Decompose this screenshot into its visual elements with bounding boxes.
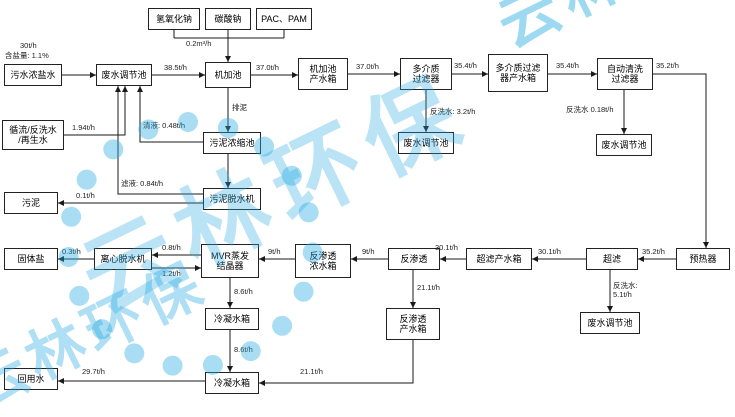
label-mmf-to-tank: 35.4t/h	[454, 61, 477, 70]
label-thickener-return: 清液: 0.48t/h	[143, 121, 186, 130]
label-reuse-rate: 29.7t/h	[82, 367, 105, 376]
arrow-dewaterer-return	[115, 86, 203, 195]
label-sludge-out: 0.1t/h	[76, 191, 95, 200]
node-sludge-dewaterer: 污泥脱水机	[203, 188, 261, 210]
node-adjust-tank-1: 废水调节池	[96, 64, 152, 86]
node-uf-product-tank: 超滤产水箱	[466, 248, 532, 270]
node-condensate-tank-2: 冷凝水箱	[205, 372, 259, 394]
arrow-prodtank-to-cond2	[259, 340, 414, 386]
label-raw-salinity: 含盐量: 1.1%	[5, 51, 49, 60]
label-autofilter-backwash: 反洗水 0.18t/h	[566, 105, 614, 114]
node-ro-concentrate-tank: 反渗透 浓水箱	[295, 244, 351, 278]
label-ro-to-conc: 9t/h	[362, 247, 375, 256]
node-multimedia-filter: 多介质 过滤器	[400, 58, 452, 90]
label-tank-to-mmf: 37.0t/h	[356, 62, 379, 71]
arrow-thickener-return	[137, 86, 203, 143]
node-solid-salt: 固体盐	[4, 248, 58, 270]
node-reverse-osmosis: 反渗透	[388, 248, 440, 270]
label-chem-dose: 0.2m³/h	[186, 39, 212, 48]
node-jijia-tank: 机加池 产水箱	[298, 58, 348, 90]
label-salt-out: 0.3t/h	[62, 247, 81, 256]
label-preheater-to-uf: 35.2t/h	[642, 247, 665, 256]
node-sludge: 污泥	[4, 192, 58, 214]
node-adjust-tank-4: 废水调节池	[580, 312, 640, 334]
label-centrifuge-return: 1.2t/h	[162, 269, 181, 278]
node-jijia: 机加池	[205, 62, 251, 88]
label-tank-to-autofilter: 35.4t/h	[556, 61, 579, 70]
label-recycle-rate: 1.94t/h	[72, 123, 95, 132]
label-autofilter-to-preheater: 35.2t/h	[656, 61, 679, 70]
label-raw-rate: 30t/h	[20, 41, 37, 50]
label-ro-to-prodtank: 21.1t/h	[417, 283, 440, 292]
label-mvr-to-centrifuge: 0.8t/h	[162, 243, 181, 252]
node-adjust-tank-3: 废水调节池	[596, 134, 652, 156]
label-jijia-to-tank: 37.0t/h	[256, 63, 279, 72]
node-reuse-water: 回用水	[4, 368, 58, 390]
label-conc-to-mvr: 9t/h	[268, 247, 281, 256]
label-prodtank-to-cond2: 21.1t/h	[300, 367, 323, 376]
label-mmf-backwash: 反洗水: 3.2t/h	[430, 107, 476, 116]
node-raw-water: 污水浓盐水	[4, 64, 62, 86]
label-uf-backwash: 反洗水: 5.1t/h	[613, 281, 638, 299]
label-cond1-to-cond2: 8.6t/h	[234, 345, 253, 354]
node-soda: 碳酸钠	[205, 8, 251, 30]
node-adjust-tank-2: 废水调节池	[398, 132, 454, 154]
node-multimedia-filter-tank: 多介质过滤 器产水箱	[488, 54, 548, 92]
label-jijia-sludge: 排泥	[232, 103, 247, 112]
node-recycle-inflow: 循流/反洗水 /再生水	[2, 120, 64, 150]
node-centrifuge: 离心脱水机	[94, 248, 152, 270]
node-preheater: 预热器	[676, 248, 730, 270]
label-mvr-condensate: 8.6t/h	[234, 287, 253, 296]
node-auto-clean-filter: 自动清洗 过滤器	[597, 58, 653, 90]
label-uftank-to-ro: 30.1t/h	[435, 243, 458, 252]
node-ro-product-tank: 反渗透 产水箱	[386, 308, 440, 340]
node-ultrafiltration: 超滤	[586, 248, 638, 270]
node-sludge-thickener: 污泥浓缩池	[203, 132, 261, 154]
node-mvr-crystallizer: MVR蒸发 结晶器	[201, 244, 259, 278]
node-naoh: 氢氧化钠	[148, 8, 200, 30]
arrow-recycle-to-adjust1	[64, 86, 128, 136]
label-uf-to-tank: 30.1t/h	[538, 247, 561, 256]
label-dewaterer-return: 滤液: 0.84t/h	[121, 179, 164, 188]
node-pac-pam: PAC、PAM	[256, 8, 312, 30]
node-condensate-tank-1: 冷凝水箱	[205, 308, 259, 330]
arrow-autofilter-to-preheater	[653, 73, 709, 248]
label-adjust1-to-jijia: 38.5t/h	[164, 63, 187, 72]
